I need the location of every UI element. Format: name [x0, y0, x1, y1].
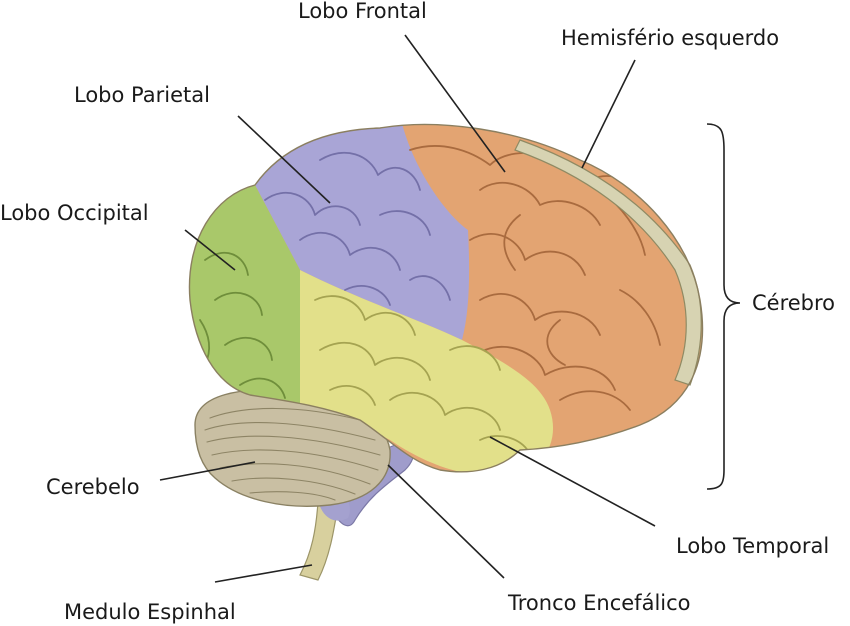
label-temporal-lobe: Lobo Temporal: [676, 534, 829, 558]
leader-spinal-cord: [214, 564, 313, 583]
leader-occipital: [184, 229, 236, 271]
leader-brainstem: [387, 464, 505, 579]
occipital-gyri: [199, 251, 286, 399]
cerebrum-outline: [188, 123, 704, 473]
leader-temporal: [489, 436, 656, 527]
label-brainstem: Tronco Encefálico: [507, 591, 691, 615]
label-cerebrum: Cérebro: [752, 291, 835, 315]
label-spinal-cord: Medulo Espinhal: [64, 600, 236, 624]
temporal-gyri: [314, 295, 531, 456]
cerebrum-bracket: [706, 123, 741, 490]
label-left-hemisphere: Hemisfério esquerdo: [561, 26, 779, 50]
left-hemisphere-edge: [514, 139, 702, 386]
leader-frontal: [404, 34, 506, 173]
leader-cerebellum: [159, 461, 256, 481]
parietal-gyri: [264, 151, 451, 306]
label-frontal-lobe: Lobo Frontal: [298, 0, 427, 23]
leader-parietal: [237, 115, 331, 204]
label-occipital-lobe: Lobo Occipital: [0, 201, 149, 225]
cerebellum-folia: [204, 407, 381, 501]
leader-hemisphere: [581, 59, 636, 169]
label-parietal-lobe: Lobo Parietal: [74, 83, 210, 107]
label-cerebellum: Cerebelo: [46, 475, 140, 499]
spinal-cord-shape: [299, 501, 339, 581]
